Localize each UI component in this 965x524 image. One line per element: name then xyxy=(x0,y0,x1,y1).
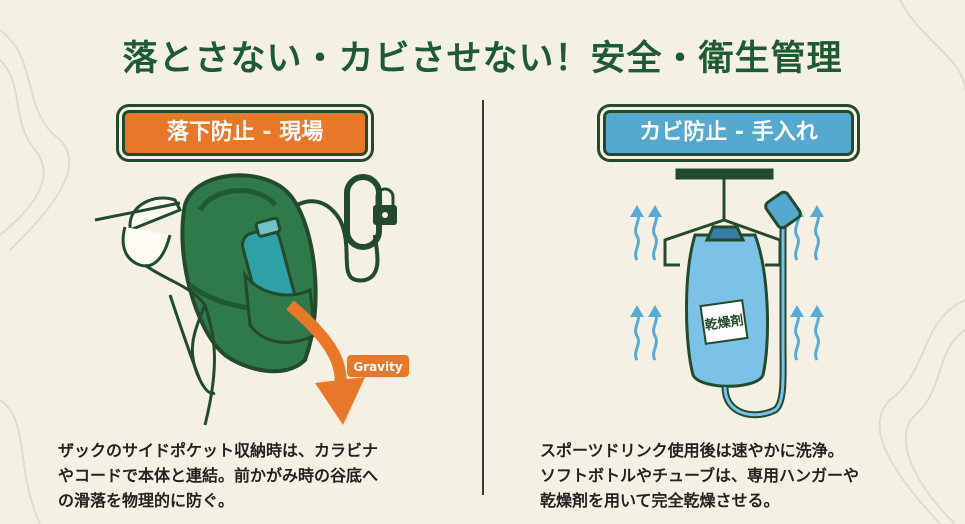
mold-prevention-description: スポーツドリンク使用後は速やかに洗浄。 ソフトボトルやチューブは、専用ハンガーや… xyxy=(540,441,860,510)
hiker-illustration: Gravity xyxy=(94,173,409,426)
page-title: 落とさない・カビさせない！安全・衛生管理 xyxy=(122,39,843,79)
connecting-cord xyxy=(278,199,380,283)
bite-valve-icon xyxy=(764,190,802,230)
desiccant-packet-icon: 乾燥剤 xyxy=(699,299,749,345)
fall-prevention-badge: 落下防止 - 現場 xyxy=(122,110,368,156)
drying-illustration: 乾燥剤 xyxy=(630,168,824,419)
gravity-label: Gravity xyxy=(347,355,409,377)
center-divider xyxy=(482,100,484,495)
mold-prevention-badge: カビ防止 - 手入れ xyxy=(603,110,854,156)
gravity-arrow-icon xyxy=(286,300,365,425)
water-bottle-icon xyxy=(240,216,317,344)
svg-text:Gravity: Gravity xyxy=(353,360,403,374)
fall-prevention-description: ザックのサイドポケット収納時は、カラビナ やコードで本体と連結。前かがみ時の谷底… xyxy=(58,441,379,510)
svg-text:乾燥剤: 乾燥剤 xyxy=(704,312,745,333)
padlock-icon xyxy=(373,187,397,225)
hiker-icon xyxy=(94,196,216,426)
tube-icon xyxy=(721,225,787,419)
